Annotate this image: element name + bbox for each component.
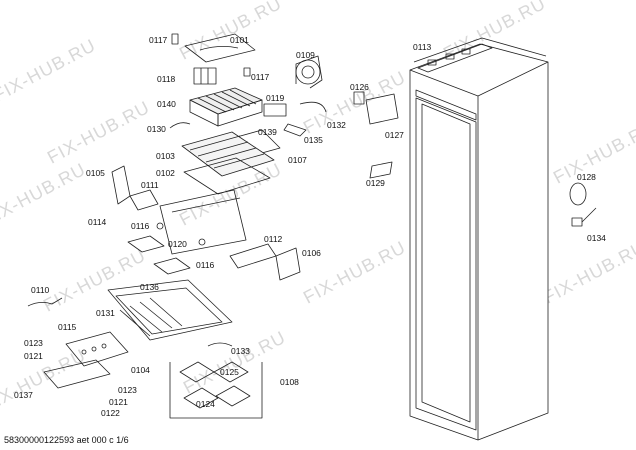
part-label: 0116 xyxy=(131,221,150,231)
part-label: 0129 xyxy=(366,178,385,188)
side-bracket xyxy=(111,165,131,205)
part-label: 0119 xyxy=(266,93,285,103)
terminal-block xyxy=(193,67,251,85)
part-label: 0106 xyxy=(302,248,321,258)
part-label: 0108 xyxy=(280,377,299,387)
light-cover xyxy=(365,93,399,125)
heat-exchanger xyxy=(181,131,275,177)
fan-assembly xyxy=(295,55,323,89)
gasket-ring xyxy=(569,182,587,206)
part-label: 0120 xyxy=(168,239,187,249)
bracket xyxy=(283,123,307,137)
switch xyxy=(353,91,365,105)
temperature-sensor xyxy=(571,207,597,227)
foot-pad xyxy=(153,257,191,275)
part-label: 0123 xyxy=(118,385,137,395)
tray xyxy=(183,157,271,195)
fascia xyxy=(43,359,111,389)
document-footer: 58300000122593 aet 000 c 1/6 xyxy=(4,435,129,445)
part-label: 0139 xyxy=(258,127,277,137)
light-strip xyxy=(369,161,393,179)
part-label: 0121 xyxy=(24,351,43,361)
cable xyxy=(169,122,191,129)
part-label: 0131 xyxy=(96,308,115,318)
part-label: 0114 xyxy=(88,217,107,227)
base-plate xyxy=(107,279,233,341)
filter-set xyxy=(169,361,263,419)
part-label: 0101 xyxy=(230,35,249,45)
foot-pad xyxy=(127,235,165,253)
cabinet-body xyxy=(409,37,549,441)
part-label: 0107 xyxy=(288,155,307,165)
part-label: 0137 xyxy=(14,390,33,400)
relay xyxy=(263,103,287,117)
control-panel xyxy=(65,331,129,367)
part-label: 0135 xyxy=(304,135,323,145)
part-label: 0117 xyxy=(251,72,270,82)
handle xyxy=(299,101,327,113)
part-label: 0124 xyxy=(196,399,215,409)
part-label: 0111 xyxy=(141,180,159,190)
nut xyxy=(198,238,206,246)
cover-plate xyxy=(184,33,256,63)
bracket xyxy=(275,247,301,281)
part-label: 0133 xyxy=(231,346,250,356)
part-label: 0132 xyxy=(327,120,346,130)
part-label: 0102 xyxy=(156,168,175,178)
part-label: 0115 xyxy=(58,322,77,332)
part-label: 0105 xyxy=(86,168,105,178)
wire-harness xyxy=(27,297,63,307)
part-label: 0127 xyxy=(385,130,404,140)
part-label: 0126 xyxy=(350,82,369,92)
part-label: 0140 xyxy=(157,99,176,109)
part-label: 0117 xyxy=(149,35,168,45)
part-label: 0125 xyxy=(220,367,239,377)
part-label: 0128 xyxy=(577,172,596,182)
part-label: 0109 xyxy=(296,50,315,60)
part-label: 0113 xyxy=(413,42,432,52)
small-clip xyxy=(171,33,179,45)
nut xyxy=(156,222,164,230)
grille xyxy=(229,243,277,269)
part-label: 0122 xyxy=(101,408,120,418)
part-label: 0112 xyxy=(264,234,283,244)
part-label: 0134 xyxy=(587,233,606,243)
evaporator xyxy=(189,87,263,127)
part-label: 0136 xyxy=(140,282,159,292)
cabinet-hinge-strip xyxy=(417,43,493,73)
part-label: 0116 xyxy=(196,260,215,270)
part-label: 0104 xyxy=(131,365,150,375)
part-label: 0118 xyxy=(157,74,176,84)
sensor-cable xyxy=(207,342,233,347)
part-label: 0121 xyxy=(109,397,128,407)
part-label: 0123 xyxy=(24,338,43,348)
part-label: 0103 xyxy=(156,151,175,161)
mount xyxy=(129,189,159,211)
part-label: 0110 xyxy=(31,285,50,295)
channel xyxy=(159,189,247,255)
part-label: 0130 xyxy=(147,124,166,134)
